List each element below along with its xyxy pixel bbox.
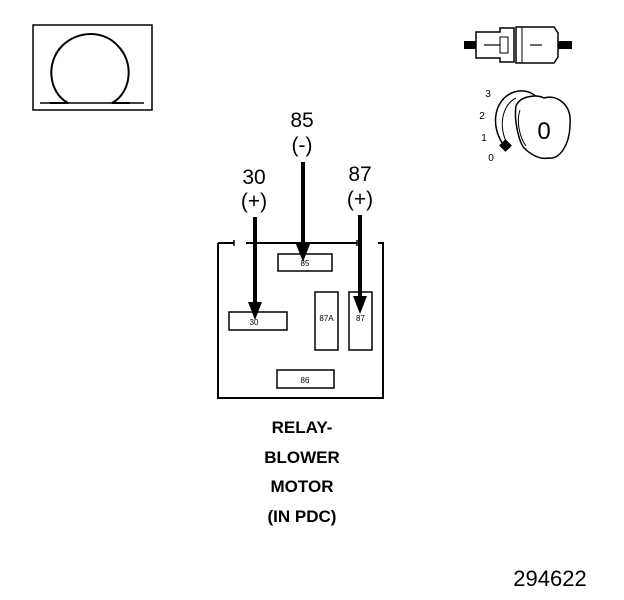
caption-line-3: MOTOR: [270, 477, 334, 496]
terminal-85-number: 85: [290, 109, 313, 132]
key-position-2: 2: [479, 111, 485, 122]
caption-line-4: (IN PDC): [267, 506, 337, 526]
connector-icon: [464, 26, 572, 64]
relay-caption: RELAY- BLOWER MOTOR (IN PDC): [202, 413, 402, 531]
terminal-87-number: 87: [348, 163, 371, 186]
key-position-1: 1: [481, 133, 487, 144]
terminal-30-number: 30: [242, 166, 265, 189]
arrow-30: [248, 217, 262, 320]
terminal-87-polarity: (+): [347, 188, 373, 211]
terminal-30-polarity: (+): [241, 190, 267, 213]
pin-30: 30: [228, 311, 288, 331]
key-position-0: 0: [488, 153, 494, 164]
arrow-85: [296, 162, 310, 262]
ignition-key-icon: 3 2 1 0 0: [479, 89, 571, 164]
figure-number: 294622: [513, 566, 587, 591]
pin-87-label: 87: [356, 314, 365, 323]
omega-ground-icon: [50, 33, 130, 104]
terminal-85-polarity: (-): [292, 134, 313, 157]
caption-line-1: RELAY-: [271, 418, 333, 437]
key-position-3: 3: [485, 89, 491, 100]
caption-line-2: BLOWER: [264, 447, 340, 467]
key-position-label: 0: [537, 118, 550, 145]
pin-87a: 87A: [314, 291, 339, 351]
pin-87a-label: 87A: [319, 314, 334, 323]
pin-30-label: 30: [250, 318, 259, 327]
pin-85-label: 85: [301, 259, 310, 268]
omega-symbol-box: [32, 24, 153, 111]
pin-86: 86: [276, 369, 335, 389]
pin-86-label: 86: [301, 376, 310, 385]
arrow-87: [353, 215, 367, 314]
